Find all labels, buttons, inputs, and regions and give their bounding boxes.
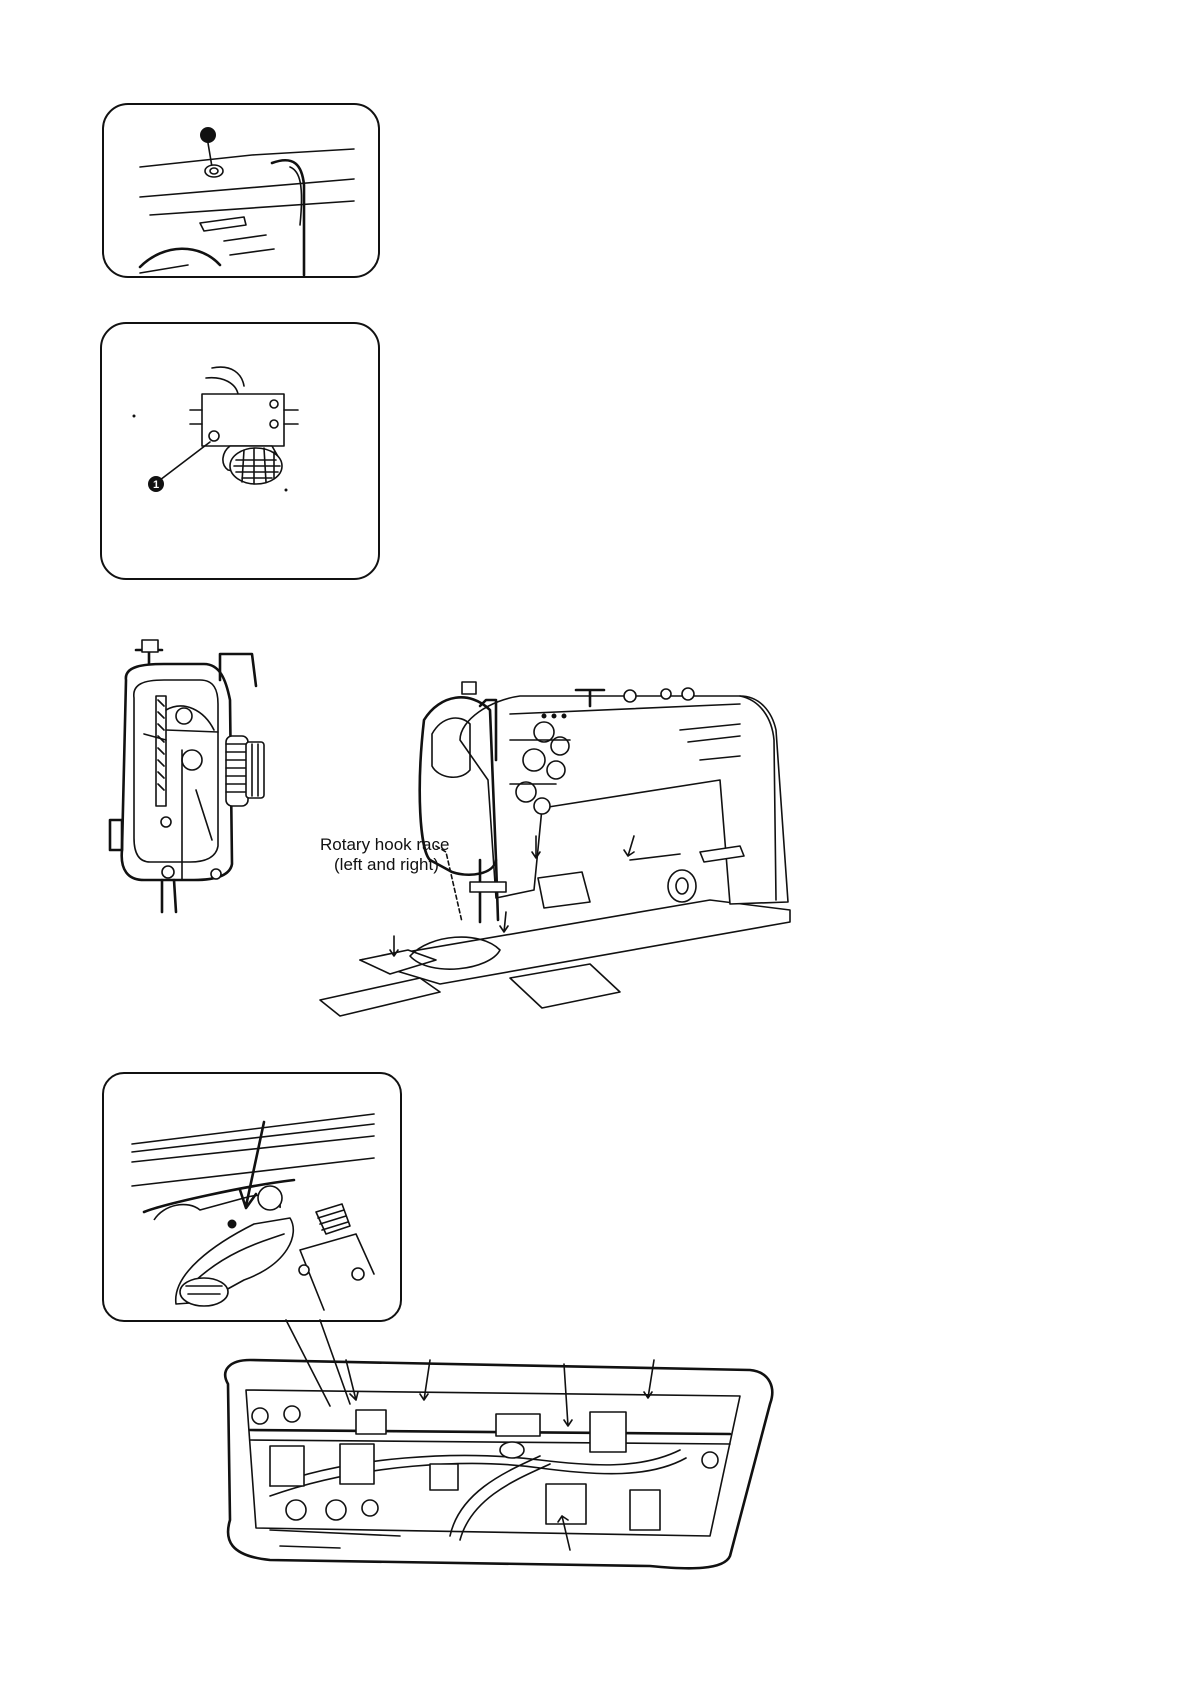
oil-hole-side-drawing: 1 (102, 324, 382, 582)
oil-hole (209, 431, 219, 441)
oil-hole-top-panel (102, 103, 380, 278)
machine-head-front-view (104, 640, 304, 922)
bed-underside-view (210, 1360, 780, 1600)
oil-hole-side-panel: 1 (100, 322, 380, 580)
slide-plate-right (510, 964, 620, 1008)
oil-hole-top-drawing (104, 105, 382, 280)
rotary-hook-race-sublabel: (left and right) (334, 855, 439, 874)
underside-detail-drawing (104, 1074, 404, 1324)
callout-marker (200, 127, 216, 143)
slide-plate-left (320, 978, 440, 1016)
rotary-hook-race-label: Rotary hook race (320, 835, 449, 854)
machine-overview: Rotary hook race (left and right) (320, 660, 860, 1060)
oil-hole (205, 165, 223, 177)
underside-detail-panel (102, 1072, 402, 1322)
machine-arm (460, 696, 788, 904)
callout-number: 1 (153, 479, 159, 491)
